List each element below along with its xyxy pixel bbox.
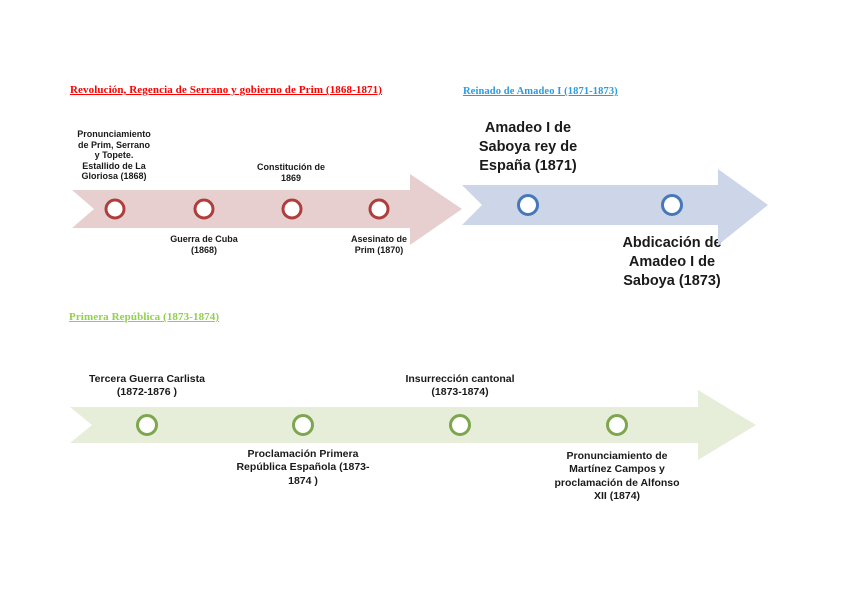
event-label-guerra-cuba: Guerra de Cuba (1868) (170, 234, 238, 255)
arrow-shape-republica (70, 390, 756, 460)
timeline-marker (517, 194, 539, 216)
timeline-marker (606, 414, 628, 436)
timeline-marker (104, 198, 126, 220)
timeline-marker (281, 198, 303, 220)
timeline-marker (661, 194, 683, 216)
timeline-arrow-revolucion (72, 174, 462, 245)
section-title-republica: Primera República (1873-1874) (69, 311, 220, 323)
section-title-amadeo: Reinado de Amadeo I (1871-1873) (463, 86, 618, 97)
timeline-marker (368, 198, 390, 220)
event-label-pronunciamiento-prim: Pronunciamiento de Prim, Serrano y Topet… (77, 129, 151, 182)
event-label-amadeo-rey: Amadeo I de Saboya rey de España (1871) (478, 120, 578, 175)
arrow-shape-amadeo (462, 169, 768, 245)
event-label-abdicacion-amadeo: Abdicación de Amadeo I de Saboya (1873) (622, 235, 722, 290)
timeline-marker (449, 414, 471, 436)
timeline-arrow-amadeo (462, 169, 768, 245)
event-label-asesinato-prim: Asesinato de Prim (1870) (350, 234, 408, 255)
event-label-proclamacion-republica: Proclamación Primera República Española … (236, 448, 370, 487)
event-label-tercera-guerra-carlista: Tercera Guerra Carlista (1872-1876 ) (89, 373, 205, 399)
timeline-arrow-republica (70, 390, 756, 460)
section-title-revolucion: Revolución, Regencia de Serrano y gobier… (70, 84, 383, 96)
timeline-marker (193, 198, 215, 220)
event-label-constitucion-1869: Constitución de 1869 (257, 162, 325, 183)
event-label-pronunciamiento-martinez-campos: Pronunciamiento de Martínez Campos y pro… (554, 450, 680, 503)
event-label-insurreccion-cantonal: Insurrección cantonal (1873-1874) (405, 373, 515, 399)
arrow-shape-revolucion (72, 174, 462, 245)
timeline-marker (136, 414, 158, 436)
timeline-marker (292, 414, 314, 436)
